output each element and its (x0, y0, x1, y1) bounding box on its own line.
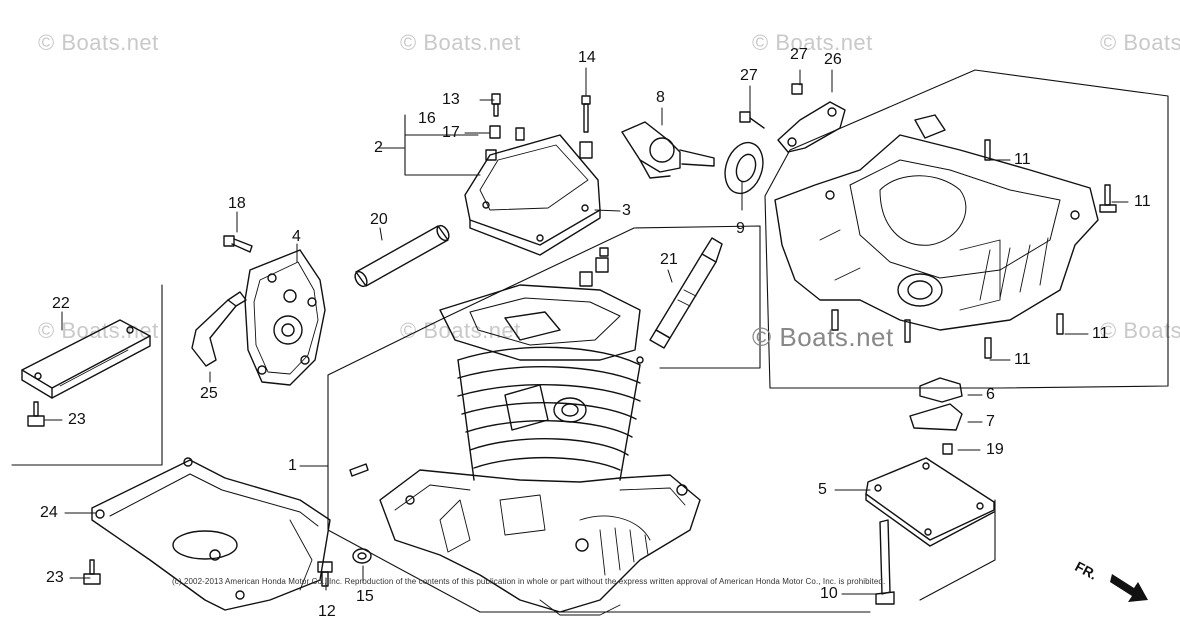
part-label-12: 12 (318, 603, 336, 620)
watermark: © Boats (1100, 30, 1180, 55)
part-label-11: 11 (1014, 151, 1031, 168)
part-label-26: 26 (824, 51, 842, 68)
part-label-5: 5 (818, 481, 827, 498)
cylinder-block (379, 284, 701, 616)
part-label-10: 10 (820, 585, 838, 602)
pipe-20 (354, 224, 450, 288)
part-label-11: 11 (1092, 325, 1109, 342)
part-label-16: 16 (418, 110, 436, 127)
lower-shroud (91, 457, 331, 611)
watermark: © Boats.net (400, 30, 521, 55)
part-label-17: 17 (442, 124, 460, 141)
part-label-15: 15 (356, 588, 374, 605)
part-label-22: 22 (52, 295, 70, 312)
watermark: © Boats (1100, 318, 1180, 343)
watermark: © Boats.net (752, 30, 873, 55)
part-label-13: 13 (442, 91, 460, 108)
small-fasteners (489, 93, 609, 287)
part-label-27: 27 (740, 67, 758, 84)
part-label-2: 2 (374, 139, 383, 156)
head-cover (464, 127, 601, 256)
copyright-notice: (c) 2002-2013 American Honda Motor Co., … (172, 577, 886, 586)
part-label-4: 4 (292, 228, 301, 245)
valve-8 (621, 121, 715, 179)
starter-cover (244, 249, 326, 386)
bracket-25 (191, 291, 247, 367)
part-label-19: 19 (986, 441, 1004, 458)
center-watermark: © Boats.net (752, 322, 894, 352)
part-label-23: 23 (46, 569, 64, 586)
part-label-7: 7 (986, 413, 995, 430)
part-label-21: 21 (660, 251, 678, 268)
oil-seal-9 (724, 141, 764, 195)
frame-lines (11, 69, 1169, 613)
part-label-1: 1 (288, 457, 297, 474)
part-label-27: 27 (790, 46, 808, 63)
crankcase (774, 114, 1117, 359)
leader-lines (44, 67, 1129, 595)
bolt-18 (223, 235, 253, 253)
cover-plate-5 (865, 457, 995, 547)
heat-shield-small (21, 319, 151, 399)
watermark: © Boats.net (400, 318, 521, 343)
bolt-10 (875, 519, 895, 605)
part-label-23: 23 (68, 411, 86, 428)
clamp-26 (739, 83, 846, 153)
part-label-6: 6 (986, 386, 995, 403)
watermark: © Boats.net (38, 30, 159, 55)
retainer-parts (909, 377, 963, 455)
part-label-14: 14 (578, 49, 596, 66)
bolts-23 (27, 401, 101, 585)
bolt-12-washer-15 (317, 463, 372, 587)
part-label-8: 8 (656, 89, 665, 106)
part-label-11: 11 (1134, 193, 1151, 210)
part-label-25: 25 (200, 385, 218, 402)
front-arrow-icon (1110, 574, 1148, 602)
part-label-24: 24 (40, 504, 58, 521)
part-label-18: 18 (228, 195, 246, 212)
spark-plug-21 (649, 237, 723, 349)
part-label-20: 20 (370, 211, 388, 228)
part-label-11: 11 (1014, 351, 1031, 368)
part-label-9: 9 (736, 220, 745, 237)
part-label-3: 3 (622, 202, 631, 219)
